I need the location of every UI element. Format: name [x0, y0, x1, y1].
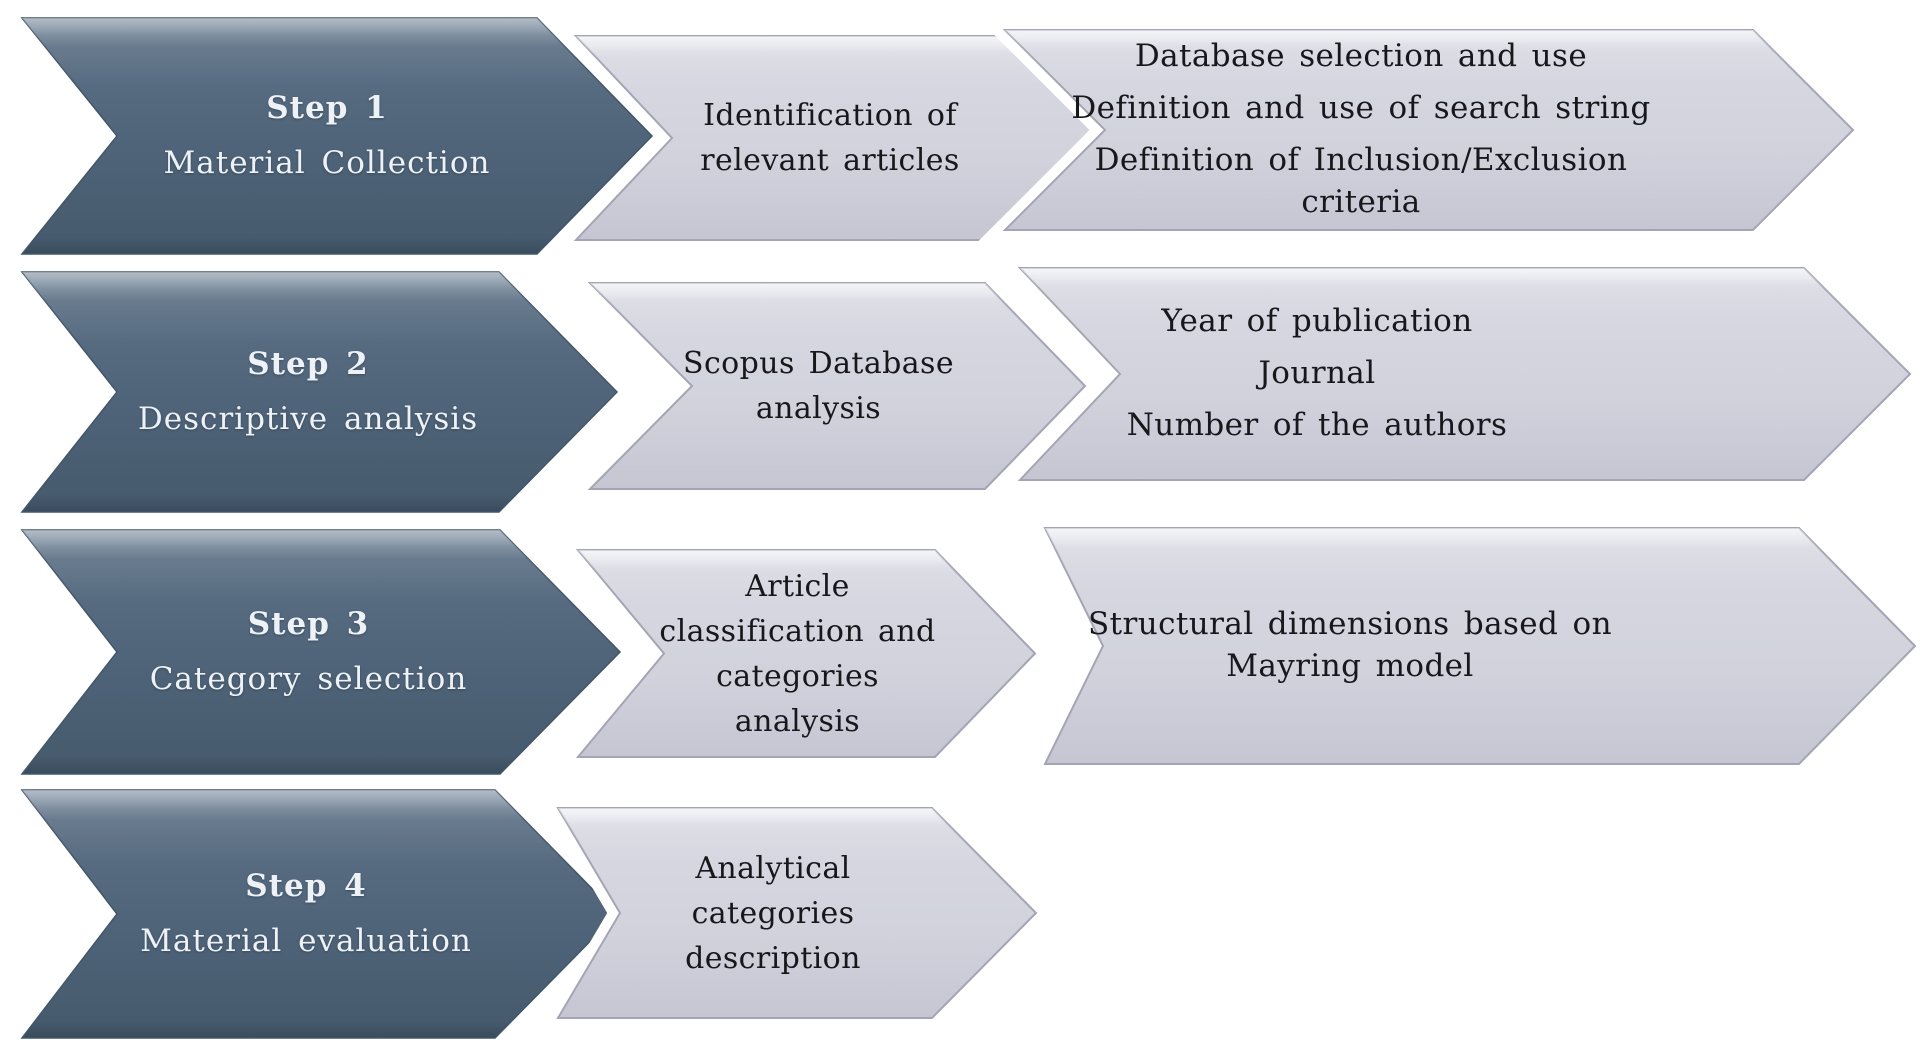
chevron-highlight [1005, 30, 1853, 230]
step-2-detail-item: Journal [1258, 355, 1376, 392]
chevron-highlight [22, 530, 620, 774]
step-3-activity-chevron: Article classification and categories an… [554, 539, 1051, 768]
step-2-chevron-shape [0, 261, 633, 523]
chevron-highlight [22, 790, 617, 1038]
step-3-chevron: Step 3 Category selection [0, 519, 636, 785]
chevron-highlight [578, 550, 1035, 757]
step-4-label: Step 4 [245, 867, 367, 904]
step-3-details-chevron-shape [1027, 517, 1931, 775]
step-4-chevron: Step 4 Material evaluation [0, 779, 633, 1049]
step-1-name: Material Collection [163, 145, 491, 181]
step-4-activity-chevron-shape [538, 797, 1052, 1029]
step-2-details-chevron-shape [994, 257, 1926, 491]
step-3-chevron-shape [0, 519, 636, 785]
step-1-activity-line: Identification of [703, 98, 957, 133]
step-2-activity-line: analysis [755, 391, 882, 426]
chevron-highlight [22, 272, 617, 512]
step-4-activity-line: Analytical [695, 850, 851, 886]
step-1-label: Step 1 [266, 89, 388, 126]
step-2-detail-item: Number of the authors [1126, 406, 1508, 443]
step-2-activity-chevron-shape [563, 272, 1101, 500]
step-3-activity-line: analysis [734, 703, 861, 739]
step-2-name: Descriptive analysis [137, 401, 479, 437]
step-1-details-chevron-shape [978, 19, 1869, 241]
step-4-activity-line: description [685, 940, 861, 976]
chevron-highlight [558, 808, 1036, 1018]
step-1-detail-item: Database selection and use [1134, 38, 1588, 75]
step-1-detail-item: Definition and use of search string [1071, 90, 1651, 127]
step-3-activity-line: Article [745, 568, 850, 604]
step-1-detail-item: Definition of Inclusion/Exclusion criter… [1094, 142, 1628, 220]
step-2-activity-line: Scopus Database [683, 346, 954, 381]
step-4-name: Material evaluation [140, 923, 472, 959]
step-4-chevron-shape [0, 779, 633, 1049]
step-1-activity-chevron-shape [550, 24, 1116, 251]
step-3-label: Step 3 [247, 605, 370, 642]
step-2-detail-item: Year of publication [1161, 303, 1473, 340]
step-3-detail-item: Structural dimensions based on Mayring m… [1088, 606, 1612, 684]
step-4-activity-chevron: Analytical categories description [538, 797, 1052, 1029]
step-4-activity-line: categories [691, 895, 855, 931]
chevron-highlight [576, 36, 1100, 240]
chevron-highlight [590, 283, 1085, 489]
step-3-name: Category selection [149, 661, 468, 697]
step-2-chevron: Step 2 Descriptive analysis [0, 261, 633, 523]
step-1-chevron: Step 1 Material Collection [0, 7, 668, 265]
chevron-highlight [22, 18, 652, 254]
step-3-activity-line: categories [716, 658, 879, 694]
chevron-highlight [1020, 268, 1910, 480]
step-2-activity-chevron: Scopus Database analysis [563, 272, 1101, 500]
step-1-details-chevron: Database selection and use Definition an… [978, 19, 1869, 241]
chevron-highlight [1045, 528, 1915, 764]
step-1-activity-chevron: Identification of relevant articles [550, 24, 1116, 251]
step-1-activity-line: relevant articles [700, 143, 960, 178]
step-3-activity-line: classification and [659, 613, 936, 649]
step-3-activity-chevron-shape [554, 539, 1051, 768]
step-3-details-chevron: Structural dimensions based on Mayring m… [1027, 517, 1931, 775]
step-2-details-chevron: Year of publication Journal Number of th… [994, 257, 1926, 491]
step-2-label: Step 2 [247, 345, 369, 382]
step-1-chevron-shape [0, 7, 668, 265]
